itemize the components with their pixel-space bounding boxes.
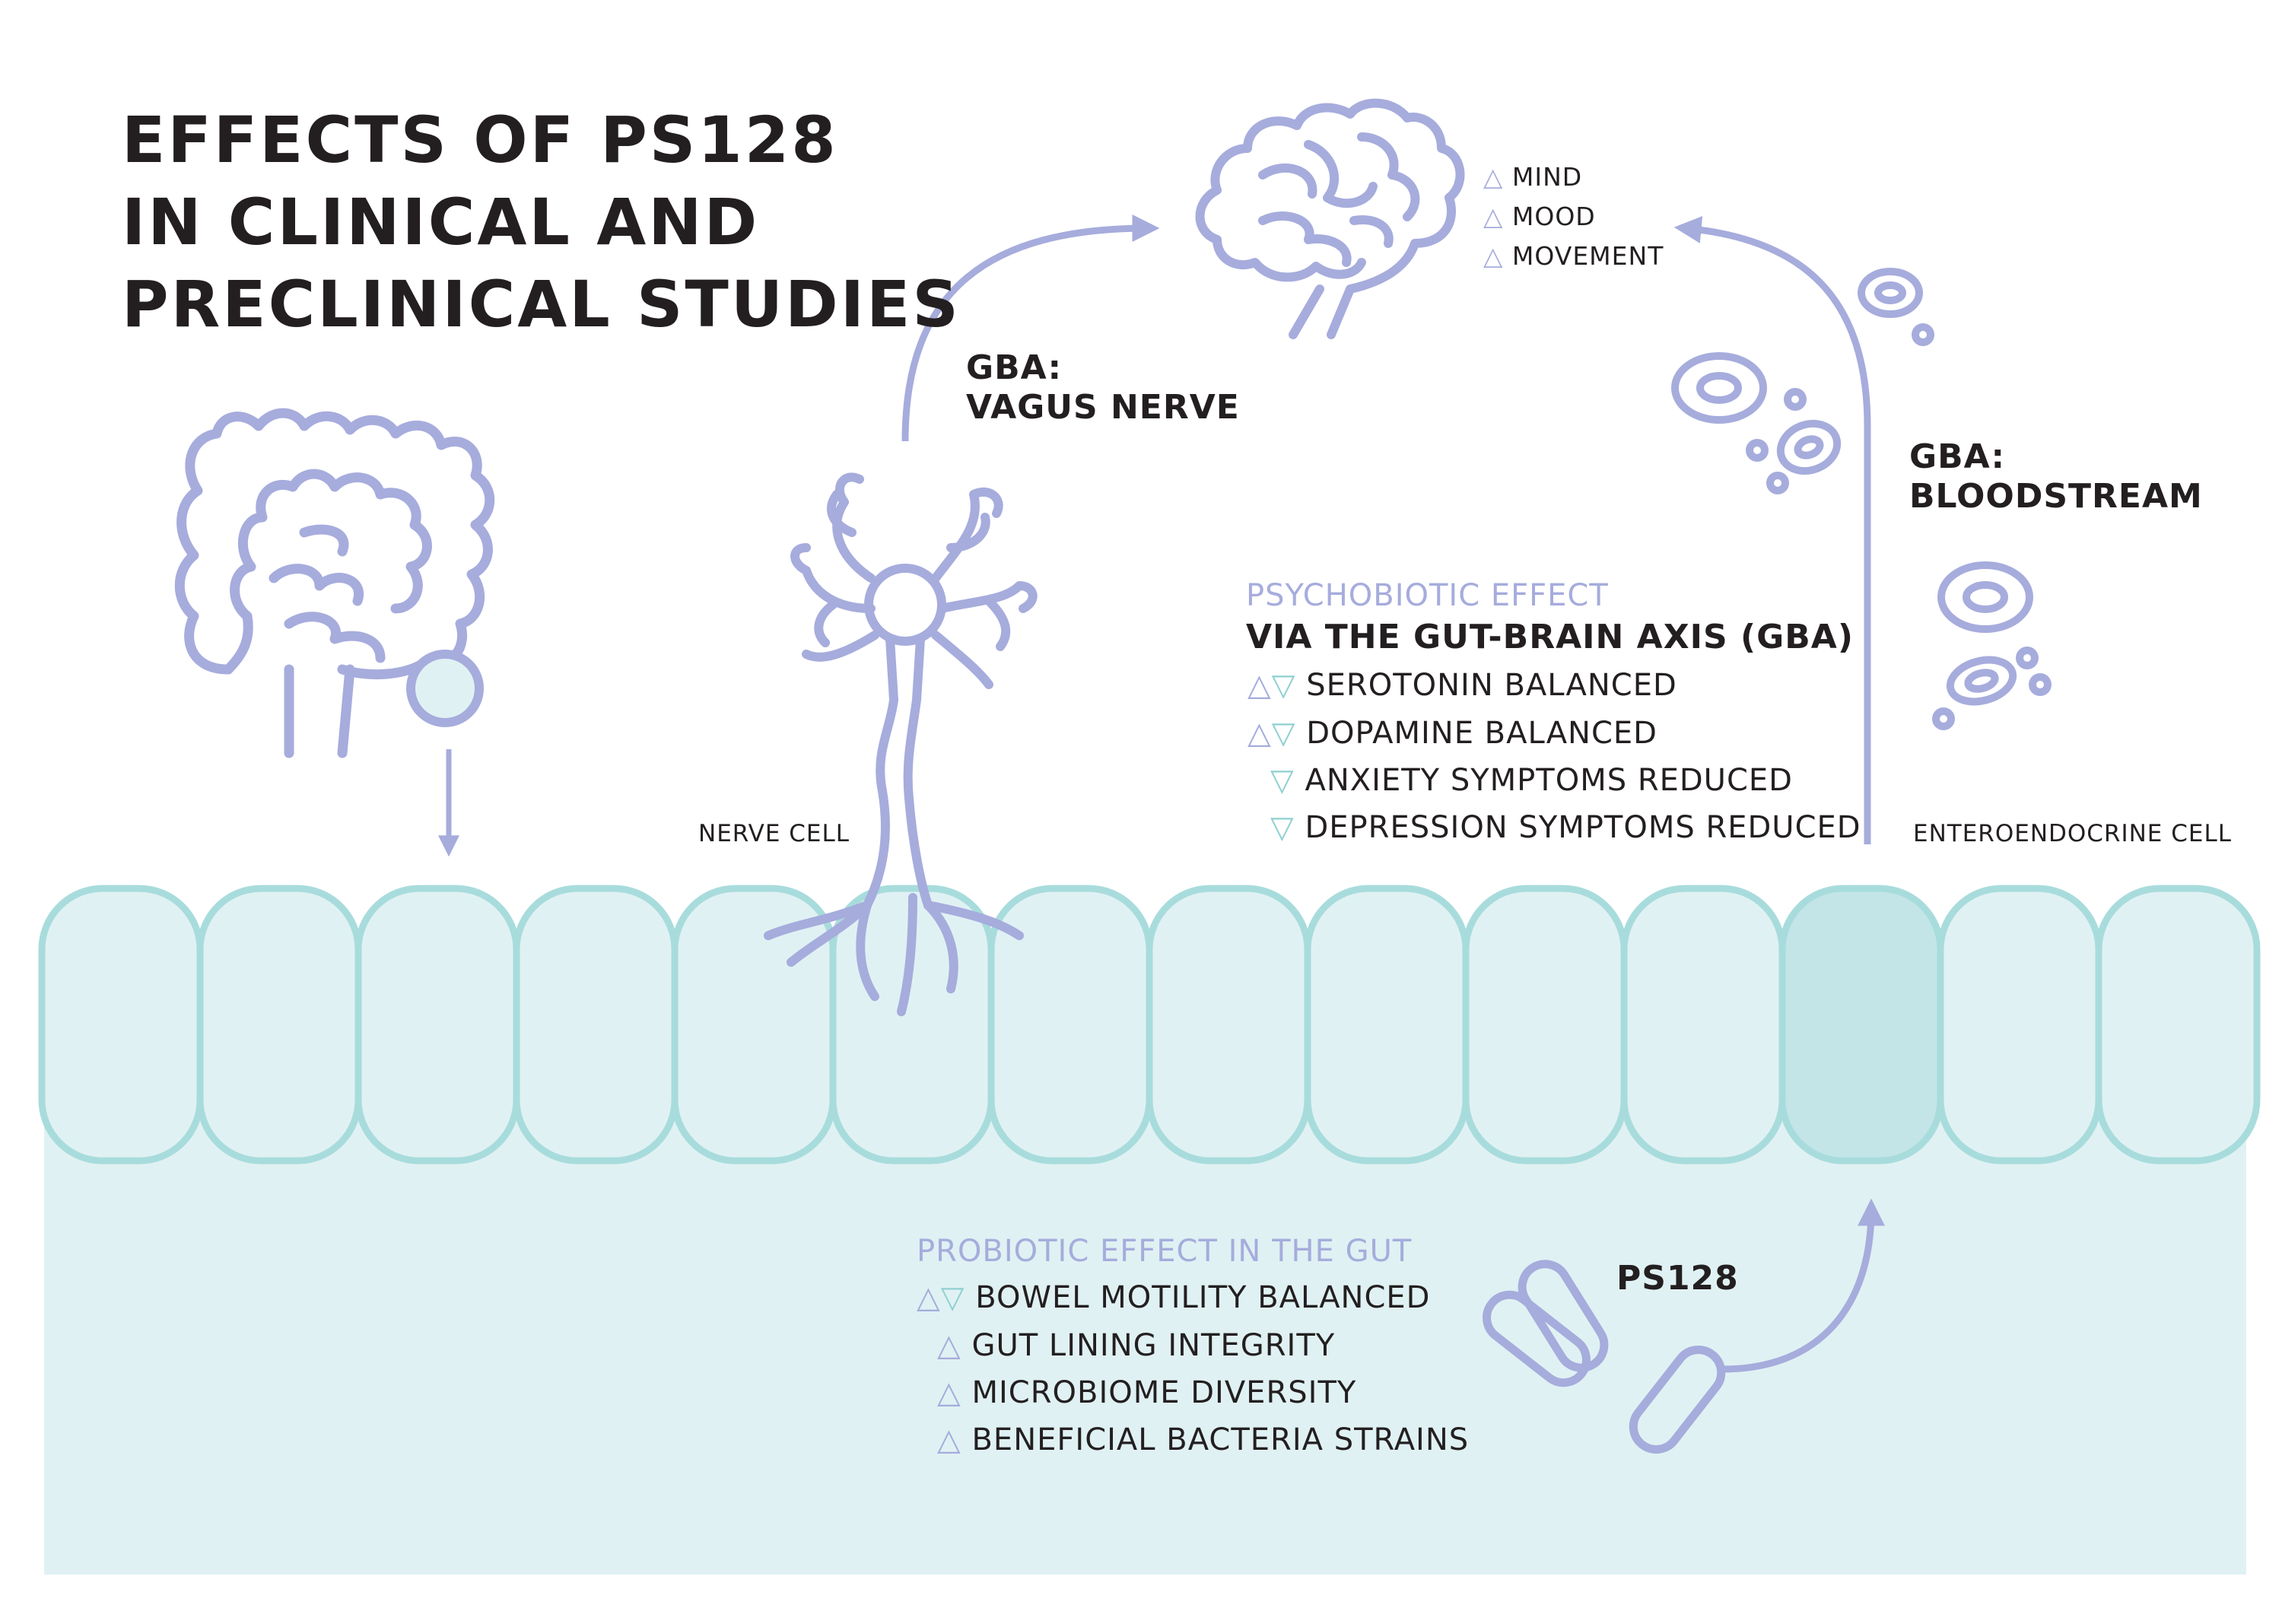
vagus-label-line-1: GBA: [966,348,1063,387]
brain-effect-item: △ MIND [1483,162,1582,192]
brain-effect-item: △ MOVEMENT [1483,241,1664,271]
decrease-triangle-icon: ▽ [1270,763,1295,798]
probiotic-item: △ GUT LINING INTEGRITY [937,1328,1335,1363]
brain-effect-label: MOOD [1511,202,1596,231]
psychobiotic-item-label: DOPAMINE BALANCED [1306,716,1657,751]
increase-triangle-icon: △ [937,1375,961,1410]
decrease-triangle-icon: ▽ [1271,716,1296,751]
probiotic-item-label: GUT LINING INTEGRITY [971,1328,1336,1363]
vagus-label-line-2: VAGUS NERVE [966,388,1240,427]
decrease-triangle-icon: ▽ [1270,810,1295,845]
psychobiotic-item: ▽ ANXIETY SYMPTOMS REDUCED [1270,763,1793,798]
increase-triangle-icon: △ [937,1422,961,1457]
brain-effect-item: △ MOOD [1483,202,1596,231]
probiotic-heading: PROBIOTIC EFFECT IN THE GUT [917,1234,1413,1269]
psychobiotic-item: ▽ DEPRESSION SYMPTOMS REDUCED [1270,810,1861,845]
psychobiotic-item: △▽ DOPAMINE BALANCED [1247,716,1657,751]
psychobiotic-item-label: DEPRESSION SYMPTOMS REDUCED [1305,810,1861,845]
enteroendocrine-cell [1778,885,1944,1165]
increase-triangle-icon: △ [1483,241,1504,271]
intestine-magnifier [406,650,484,727]
bloodstream-label-line-1: GBA: [1909,437,2006,476]
ps128-bacteria-icon [1483,1260,1726,1454]
probiotic-item: △ MICROBIOME DIVERSITY [937,1375,1356,1410]
page-title: EFFECTS OF PS128 IN CLINICAL AND PRECLIN… [122,99,961,345]
probiotic-item: △▽ BOWEL MOTILITY BALANCED [917,1280,1430,1315]
brain-effect-label: MOVEMENT [1511,241,1664,271]
bloodstream-label-line-2: BLOODSTREAM [1909,477,2203,516]
bloodstream-arrow [1673,216,1871,844]
probiotic-item-label: BOWEL MOTILITY BALANCED [975,1280,1431,1315]
probiotic-item: △ BENEFICIAL BACTERIA STRAINS [937,1422,1469,1457]
psychobiotic-item: △▽ SEROTONIN BALANCED [1247,668,1677,703]
epithelial-cells [38,885,2261,1165]
ps128-arrow [1722,1198,1885,1373]
psychobiotic-item-label: SEROTONIN BALANCED [1306,668,1677,703]
decrease-triangle-icon: ▽ [940,1280,965,1315]
nerve-cell-label: NERVE CELL [698,820,850,847]
increase-triangle-icon: △ [1247,716,1272,751]
psychobiotic-heading: PSYCHOBIOTIC EFFECT [1246,578,1609,613]
increase-triangle-icon: △ [1483,202,1504,231]
enteroendocrine-cell-label: ENTEROENDOCRINE CELL [1913,820,2233,847]
decrease-triangle-icon: ▽ [1271,668,1296,703]
brain-effect-label: MIND [1511,162,1583,192]
nerve-cell-icon [764,472,1038,1016]
psychobiotic-subheading: VIA THE GUT-BRAIN AXIS (GBA) [1246,618,1854,656]
increase-triangle-icon: △ [1247,668,1272,703]
bloodstream-label: GBA: BLOODSTREAM [1909,437,2203,516]
blood-cells [1671,268,2052,730]
increase-triangle-icon: △ [917,1280,941,1315]
title-line-1: EFFECTS OF PS128 [122,103,838,177]
title-line-2: IN CLINICAL AND [122,185,760,259]
title-line-3: PRECLINICAL STUDIES [122,267,961,342]
probiotic-item-label: BENEFICIAL BACTERIA STRAINS [971,1422,1470,1457]
increase-triangle-icon: △ [1483,162,1504,192]
vagus-nerve-label: GBA: VAGUS NERVE [966,348,1240,427]
probiotic-item-label: MICROBIOME DIVERSITY [971,1375,1357,1410]
vagus-arrow [901,215,1160,442]
psychobiotic-item-label: ANXIETY SYMPTOMS REDUCED [1305,763,1793,798]
brain-icon [1195,98,1465,339]
increase-triangle-icon: △ [937,1328,961,1363]
ps128-label: PS128 [1616,1259,1739,1298]
